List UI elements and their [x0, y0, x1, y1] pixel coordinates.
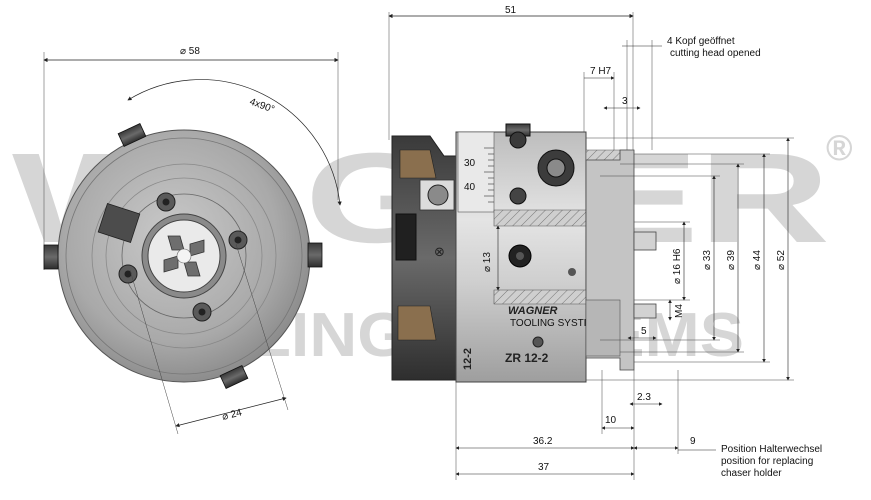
d44-label: ⌀ 44 — [752, 250, 763, 270]
note-open-en: cutting head opened — [670, 48, 761, 59]
d52-label: ⌀ 52 — [776, 250, 787, 270]
thread-label: M4 — [674, 304, 685, 318]
angle-label: 4x90° — [248, 96, 276, 115]
len-36-label: 36.2 — [533, 436, 553, 447]
bore-label: ⌀ 13 — [482, 252, 493, 272]
body-marking: ZR 12-2 — [505, 351, 549, 365]
body-logo: WAGNER — [508, 305, 558, 317]
bolt-diameter-label: ⌀ 24 — [221, 407, 243, 423]
note-open-de: 4 Kopf geöffnet — [667, 36, 735, 47]
total-length-label: 51 — [505, 5, 517, 16]
ten-label: 10 — [605, 415, 617, 426]
screw-holes — [118, 192, 248, 322]
d39-label: ⌀ 39 — [726, 250, 737, 270]
nine-label: 9 — [690, 436, 696, 447]
offset-label: 3 — [622, 96, 628, 107]
scale-tick-30: 30 — [464, 158, 476, 169]
body-logo-sub: TOOLING SYSTEMS — [510, 318, 606, 329]
slot-width-label: 7 H7 — [590, 66, 612, 77]
side-view: 51 4 Kopf geöffnet cutting head opened 7… — [388, 5, 822, 480]
outer-diameter-label: ⌀ 58 — [180, 46, 200, 57]
scale-tick-40: 40 — [464, 182, 476, 193]
note-holder-en1: position for replacing — [721, 456, 813, 467]
watermark-registered: ® — [826, 127, 853, 168]
five-label: 5 — [641, 326, 647, 337]
note-holder-en2: chaser holder — [721, 468, 782, 479]
side-marking: 12-2 — [462, 348, 474, 370]
svg-text:⊗: ⊗ — [434, 245, 445, 260]
note-holder-de: Position Halterwechsel — [721, 444, 822, 455]
two-three-label: 2.3 — [637, 392, 651, 403]
d33-label: ⌀ 33 — [702, 250, 713, 270]
pilot-label: ⌀ 16 H6 — [672, 248, 683, 284]
len-37-label: 37 — [538, 462, 550, 473]
front-view: ⌀ 58 4x90° — [43, 46, 342, 435]
